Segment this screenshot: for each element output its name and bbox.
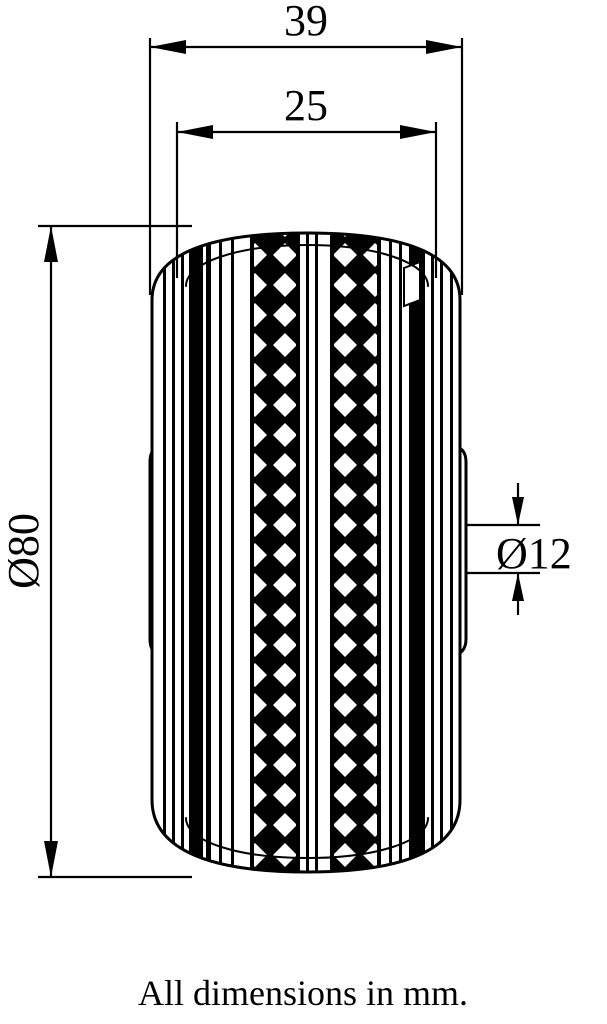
rib [330,233,334,872]
sidewall-notch [404,262,420,306]
arrowhead-top [44,226,58,262]
shoulder-line-bottom [185,817,429,860]
rib [306,233,309,872]
rib [315,233,318,872]
tire-body [152,233,460,872]
rib [450,233,453,872]
arrowhead-bottom [512,573,524,601]
shoulder-line-top [185,243,429,287]
dimension-label-bore-diameter: Ø12 [496,529,572,578]
dimension-label-tread-width: 25 [284,81,328,130]
tire-outline [150,231,462,874]
dimension-bore-diameter: Ø12 [466,483,572,615]
rib [181,233,184,872]
rib [377,233,381,872]
rib [399,233,402,872]
dimension-tread-width: 25 [175,81,438,278]
arrowhead-top [512,497,524,525]
dimension-outer-diameter: Ø80 [0,224,192,879]
rib [172,233,175,872]
rib [440,233,443,872]
arrowhead-bottom [44,841,58,877]
sidewall-notch-outline [403,260,421,308]
arrowhead-right [400,125,436,139]
rib [231,233,234,872]
rib [163,233,166,872]
rib [389,233,392,872]
arrowhead-left [150,40,186,54]
drawing-note: All dimensions in mm. [138,973,468,1013]
rib [206,233,211,872]
dimension-label-outer-diameter: Ø80 [0,513,48,589]
arrowhead-right [426,40,462,54]
rib [296,233,300,872]
arrowhead-left [177,125,213,139]
rib [431,233,434,872]
rib [219,233,222,872]
rib-wide [189,233,203,872]
tread-band-right [334,233,378,872]
rib [250,233,254,872]
dimension-overall-width: 39 [148,0,464,295]
tread-band-left [253,233,297,872]
dimension-label-overall-width: 39 [284,0,328,45]
wheel-part-geometry [148,231,468,874]
rib-wide [409,233,425,872]
